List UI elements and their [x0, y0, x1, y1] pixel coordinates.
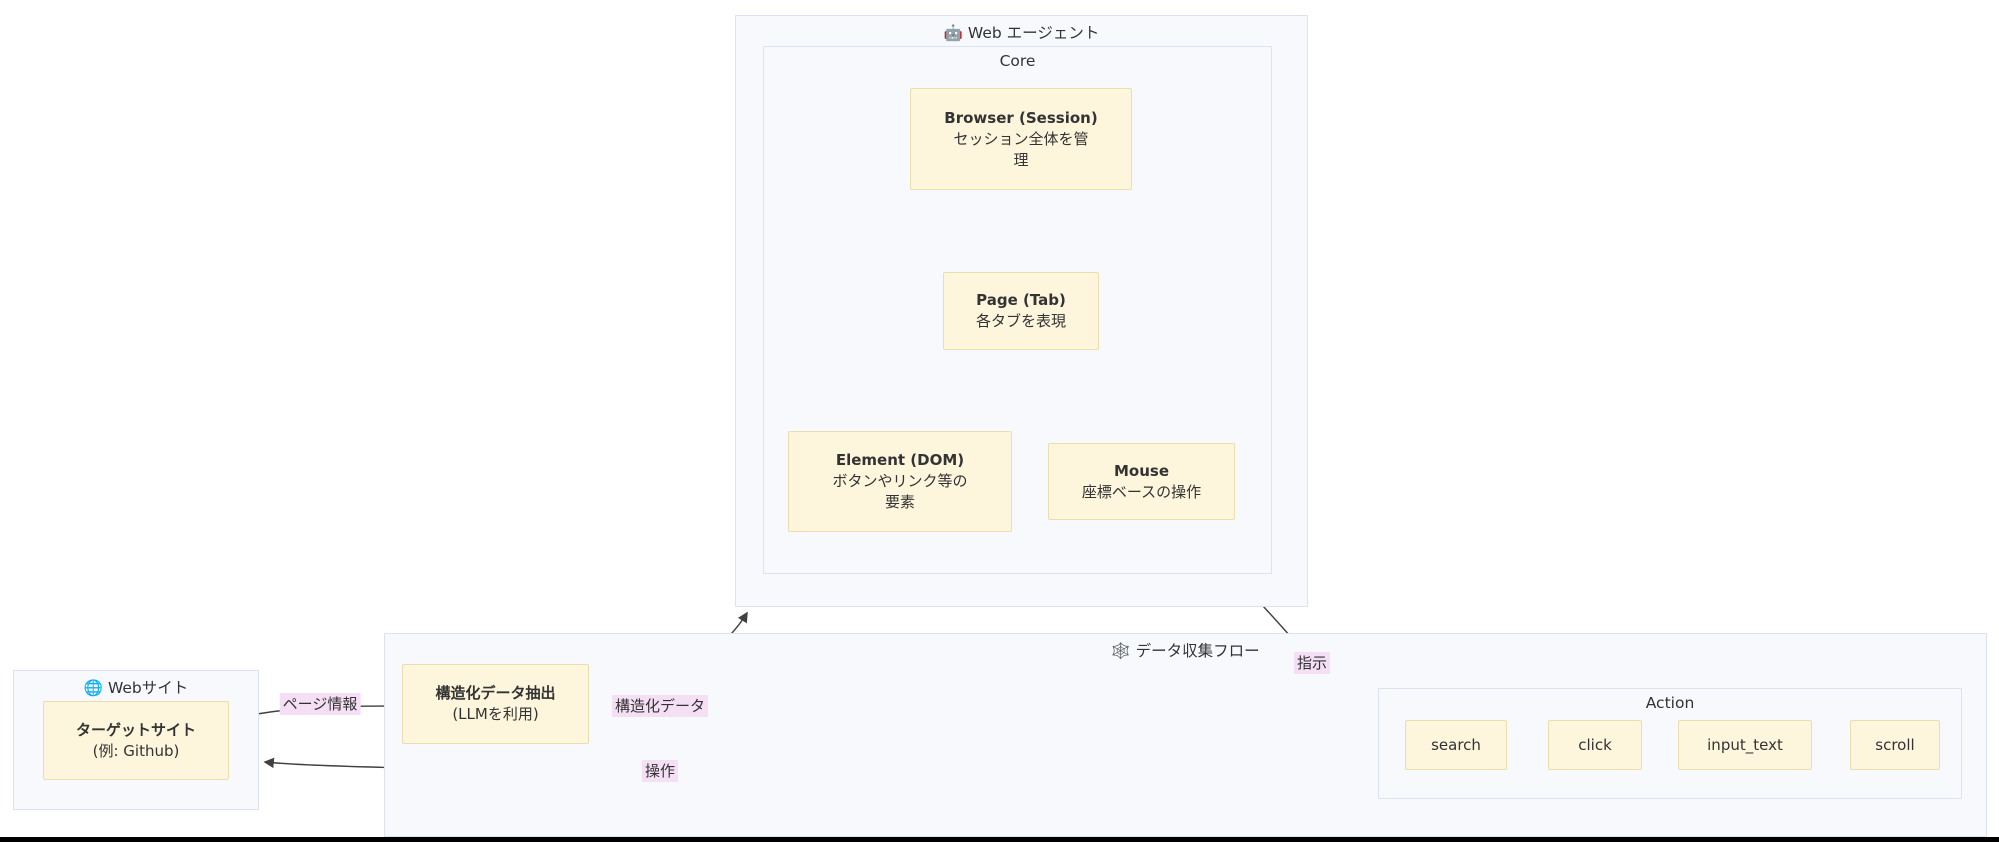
- node-action-input-text: input_text: [1678, 720, 1812, 770]
- node-action-search: search: [1405, 720, 1507, 770]
- node-action-scroll: scroll: [1850, 720, 1940, 770]
- node-action-click: click: [1548, 720, 1642, 770]
- node-page-tab: Page (Tab) 各タブを表現: [943, 272, 1099, 350]
- edge-label-instruction: 指示: [1293, 652, 1331, 674]
- node-extract: 構造化データ抽出 (LLMを利用): [402, 664, 589, 744]
- node-element-dom: Element (DOM) ボタンやリンク等の要素: [788, 431, 1012, 532]
- action-search-label: search: [1431, 735, 1481, 754]
- action-scroll-label: scroll: [1875, 735, 1915, 754]
- core-container-title: Core: [999, 52, 1036, 70]
- edge-label-operation: 操作: [641, 760, 679, 782]
- node-browser-title: Browser (Session): [944, 108, 1098, 127]
- action-container-title: Action: [1645, 694, 1695, 712]
- agent-container-title: 🤖 Web エージェント: [736, 21, 1307, 43]
- spider-web-icon: 🕸️: [1111, 642, 1131, 660]
- node-target-site: ターゲットサイト (例: Github): [43, 701, 229, 780]
- agent-title-text: Web エージェント: [967, 24, 1100, 42]
- node-extract-desc: (LLMを利用): [452, 705, 539, 723]
- node-extract-title: 構造化データ抽出: [435, 684, 556, 702]
- node-target-desc: (例: Github): [92, 741, 180, 760]
- node-browser-session: Browser (Session) セッション全体を管理: [910, 88, 1132, 190]
- edge-label-page-info: ページ情報: [279, 693, 361, 715]
- robot-icon: 🤖: [943, 24, 963, 42]
- node-mouse: Mouse 座標ベースの操作: [1048, 443, 1235, 520]
- website-title-text: Webサイト: [107, 679, 189, 697]
- action-input-text-label: input_text: [1707, 735, 1783, 754]
- dataflow-container-title: 🕸️ データ収集フロー: [385, 639, 1986, 661]
- dataflow-title-text: データ収集フロー: [1135, 642, 1260, 660]
- website-container-title: 🌐 Webサイト: [14, 676, 258, 698]
- edge-label-structured-data: 構造化データ: [611, 695, 709, 717]
- globe-icon: 🌐: [83, 679, 104, 697]
- node-page-desc: 各タブを表現: [975, 312, 1066, 330]
- node-element-title: Element (DOM): [835, 451, 965, 469]
- action-click-label: click: [1578, 735, 1612, 754]
- node-mouse-title: Mouse: [1113, 461, 1169, 480]
- node-element-desc: ボタンやリンク等の要素: [832, 472, 968, 511]
- node-page-title: Page (Tab): [976, 291, 1066, 309]
- node-target-title: ターゲットサイト: [75, 720, 196, 739]
- node-browser-desc: セッション全体を管理: [953, 129, 1089, 169]
- bottom-black-bar: [0, 837, 1999, 842]
- node-mouse-desc: 座標ベースの操作: [1081, 482, 1202, 501]
